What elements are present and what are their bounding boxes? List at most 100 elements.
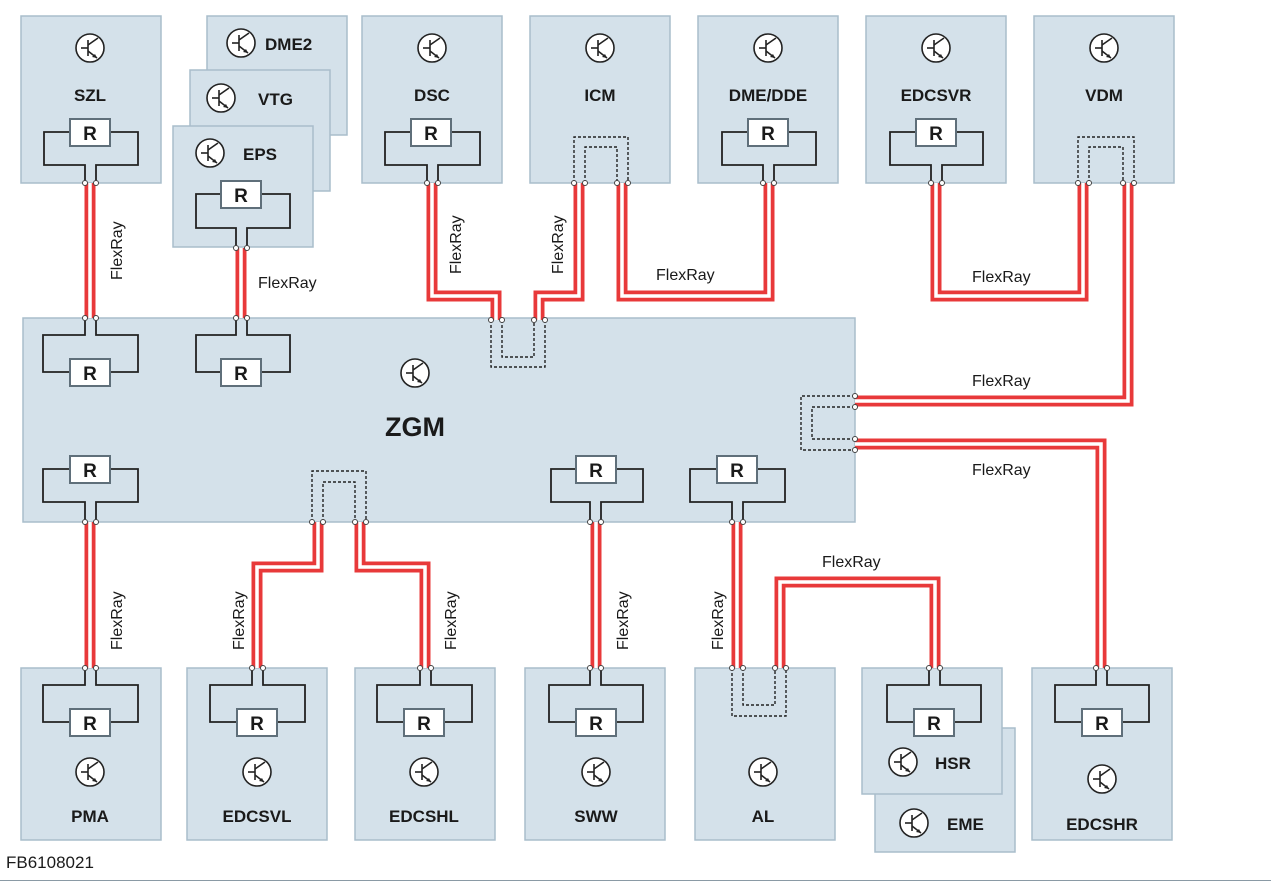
svg-text:EDCSHR: EDCSHR bbox=[1066, 815, 1138, 834]
transistor-icon bbox=[581, 757, 611, 787]
transistor-icon bbox=[1087, 764, 1117, 794]
svg-text:FlexRay: FlexRay bbox=[109, 221, 126, 280]
svg-text:R: R bbox=[929, 124, 943, 145]
transistor-icon bbox=[242, 757, 272, 787]
terminating-resistor bbox=[220, 180, 262, 209]
terminating-resistor bbox=[69, 708, 111, 737]
svg-text:DME2: DME2 bbox=[265, 35, 312, 54]
terminating-resistor bbox=[575, 455, 617, 484]
terminating-resistor bbox=[747, 118, 789, 147]
terminating-resistor bbox=[915, 118, 957, 147]
svg-text:FlexRay: FlexRay bbox=[822, 554, 881, 571]
transistor-icon bbox=[75, 33, 105, 63]
unit-label: SZL bbox=[74, 86, 106, 105]
svg-text:R: R bbox=[761, 124, 775, 145]
transistor-icon bbox=[75, 757, 105, 787]
transistor-icon bbox=[400, 358, 430, 388]
svg-text:FlexRay: FlexRay bbox=[550, 215, 567, 274]
zgm-label: ZGM bbox=[385, 412, 445, 442]
svg-text:FlexRay: FlexRay bbox=[972, 462, 1031, 479]
figure-id: FB6108021 bbox=[6, 853, 94, 872]
terminating-resistor bbox=[410, 118, 452, 147]
connector-terminals bbox=[82, 180, 1137, 671]
svg-text:FlexRay: FlexRay bbox=[443, 591, 460, 650]
svg-text:R: R bbox=[234, 186, 248, 207]
svg-text:DME/DDE: DME/DDE bbox=[729, 86, 807, 105]
transistor-icon bbox=[226, 28, 256, 58]
terminating-resistor bbox=[69, 455, 111, 484]
terminating-resistor bbox=[1081, 708, 1123, 737]
svg-text:R: R bbox=[589, 714, 603, 735]
svg-text:R: R bbox=[83, 364, 97, 385]
svg-text:ICM: ICM bbox=[584, 86, 615, 105]
svg-text:R: R bbox=[234, 364, 248, 385]
transistor-icon bbox=[748, 757, 778, 787]
unit-edcshl: R EDCSHL bbox=[354, 667, 496, 841]
svg-text:FlexRay: FlexRay bbox=[710, 591, 727, 650]
transistor-icon bbox=[417, 33, 447, 63]
svg-text:HSR: HSR bbox=[935, 754, 971, 773]
unit-pma: R PMA bbox=[20, 667, 162, 841]
svg-text:R: R bbox=[83, 461, 97, 482]
terminating-resistor bbox=[69, 358, 111, 387]
svg-text:R: R bbox=[417, 714, 431, 735]
svg-text:EDCSVR: EDCSVR bbox=[901, 86, 972, 105]
transistor-icon bbox=[206, 83, 236, 113]
svg-text:FlexRay: FlexRay bbox=[656, 267, 715, 284]
svg-text:EPS: EPS bbox=[243, 145, 277, 164]
svg-text:FlexRay: FlexRay bbox=[448, 215, 465, 274]
transistor-icon bbox=[195, 138, 225, 168]
bottom-divider bbox=[0, 880, 1271, 881]
flexray-labels: FlexRay FlexRay FlexRay FlexRay FlexRay … bbox=[109, 215, 1031, 650]
unit-eps: EPS R bbox=[172, 125, 314, 248]
svg-text:DSC: DSC bbox=[414, 86, 450, 105]
transistor-icon bbox=[1089, 33, 1119, 63]
unit-icm: ICM bbox=[529, 15, 671, 184]
terminating-resistor bbox=[69, 118, 111, 147]
svg-text:VTG: VTG bbox=[258, 90, 293, 109]
svg-text:FlexRay: FlexRay bbox=[972, 269, 1031, 286]
transistor-icon bbox=[409, 757, 439, 787]
svg-text:FlexRay: FlexRay bbox=[109, 591, 126, 650]
terminating-resistor bbox=[403, 708, 445, 737]
transistor-icon bbox=[753, 33, 783, 63]
svg-text:R: R bbox=[83, 714, 97, 735]
terminating-resistor bbox=[575, 708, 617, 737]
svg-text:R: R bbox=[927, 714, 941, 735]
svg-text:R: R bbox=[83, 124, 97, 145]
svg-text:R: R bbox=[1095, 714, 1109, 735]
unit-edcsvr: EDCSVR R bbox=[865, 15, 1007, 184]
unit-al: AL bbox=[694, 667, 836, 841]
svg-text:R: R bbox=[730, 461, 744, 482]
svg-text:EME: EME bbox=[947, 815, 984, 834]
transistor-icon bbox=[888, 747, 918, 777]
terminating-resistor bbox=[236, 708, 278, 737]
svg-text:R: R bbox=[589, 461, 603, 482]
svg-text:EDCSHL: EDCSHL bbox=[389, 807, 459, 826]
svg-text:R: R bbox=[424, 124, 438, 145]
svg-text:PMA: PMA bbox=[71, 807, 109, 826]
unit-edcshr: R EDCSHR bbox=[1031, 667, 1173, 841]
transistor-icon bbox=[585, 33, 615, 63]
svg-text:EDCSVL: EDCSVL bbox=[223, 807, 292, 826]
unit-szl: SZL R bbox=[20, 15, 162, 184]
transistor-icon bbox=[899, 808, 929, 838]
svg-text:AL: AL bbox=[752, 807, 775, 826]
svg-text:R: R bbox=[250, 714, 264, 735]
svg-text:FlexRay: FlexRay bbox=[231, 591, 248, 650]
unit-sww: R SWW bbox=[524, 667, 666, 841]
terminating-resistor bbox=[220, 358, 262, 387]
unit-dsc: DSC R bbox=[361, 15, 503, 184]
svg-text:SWW: SWW bbox=[574, 807, 618, 826]
central-gateway-zgm: ZGM R R R R R bbox=[22, 317, 856, 523]
unit-vdm: VDM bbox=[1033, 15, 1175, 184]
svg-text:FlexRay: FlexRay bbox=[615, 591, 632, 650]
unit-edcsvl: R EDCSVL bbox=[186, 667, 328, 841]
flexray-bus-lines bbox=[84, 183, 1134, 668]
svg-text:VDM: VDM bbox=[1085, 86, 1123, 105]
transistor-icon bbox=[921, 33, 951, 63]
unit-dme-dde: DME/DDE R bbox=[697, 15, 839, 184]
svg-text:FlexRay: FlexRay bbox=[258, 275, 317, 292]
svg-text:FlexRay: FlexRay bbox=[972, 373, 1031, 390]
